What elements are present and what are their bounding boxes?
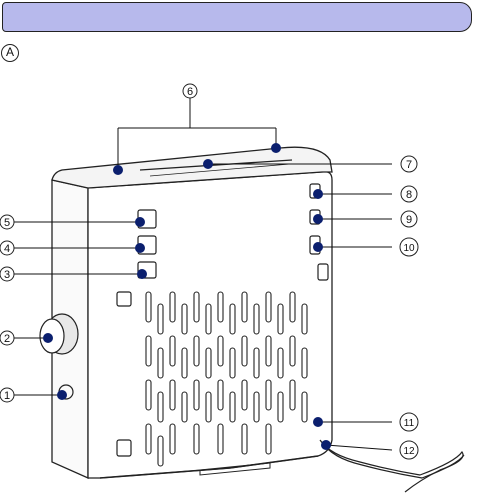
callout-8: 8	[401, 186, 417, 202]
callout-2: 2	[0, 331, 14, 345]
svg-text:4: 4	[4, 243, 10, 255]
svg-text:1: 1	[4, 390, 10, 402]
svg-text:11: 11	[404, 418, 415, 429]
callout-5: 5	[0, 215, 14, 229]
callout-12: 12	[400, 441, 418, 459]
callout-10: 10	[400, 238, 418, 256]
cable	[320, 440, 464, 492]
callout-9: 9	[401, 211, 417, 227]
svg-text:3: 3	[4, 269, 10, 281]
svg-text:10: 10	[403, 243, 415, 254]
svg-text:12: 12	[403, 446, 415, 457]
callout-3: 3	[0, 267, 14, 281]
callout-6: 6	[183, 84, 197, 98]
callout-11: 11	[400, 413, 418, 431]
svg-text:6: 6	[187, 86, 193, 98]
callout-1: 1	[0, 388, 14, 402]
svg-text:8: 8	[406, 189, 412, 201]
callout-7: 7	[401, 156, 417, 172]
svg-text:2: 2	[4, 333, 10, 345]
svg-text:9: 9	[406, 214, 412, 226]
callout-4: 4	[0, 241, 14, 255]
svg-text:5: 5	[4, 217, 10, 229]
svg-text:7: 7	[406, 159, 412, 171]
